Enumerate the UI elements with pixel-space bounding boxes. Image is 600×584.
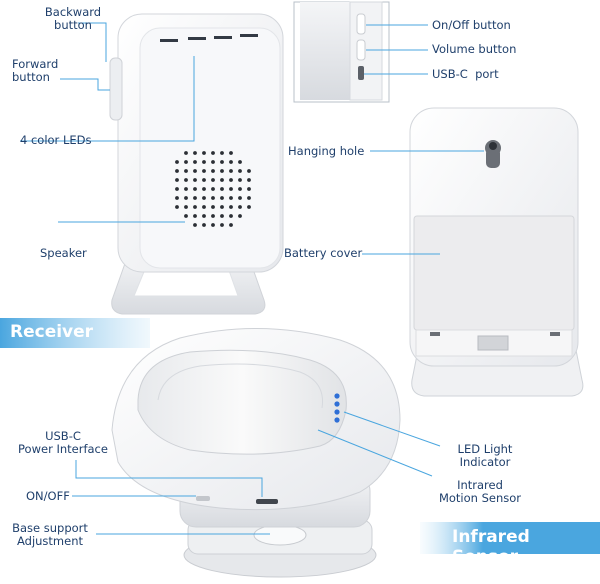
speaker-grille xyxy=(175,151,251,227)
speaker-hole xyxy=(238,205,242,209)
speaker-hole xyxy=(202,196,206,200)
speaker-hole xyxy=(238,187,242,191)
usbc-port-label: USB-C port xyxy=(432,67,499,81)
speaker-hole xyxy=(184,214,188,218)
speaker-hole xyxy=(229,205,233,209)
receiver-front xyxy=(109,13,284,315)
speaker-hole xyxy=(184,205,188,209)
speaker-hole xyxy=(229,178,233,182)
speaker-hole xyxy=(193,214,197,218)
callout-lines xyxy=(20,22,484,535)
receiver-banner: Receiver xyxy=(10,322,94,342)
speaker-hole xyxy=(202,178,206,182)
receiver-banner-bg xyxy=(0,318,150,348)
speaker-hole xyxy=(247,205,251,209)
speaker-hole xyxy=(229,214,233,218)
motion-sensor-label: Intrared Motion Sensor xyxy=(438,478,522,505)
speaker-hole xyxy=(211,187,215,191)
speaker-hole xyxy=(193,196,197,200)
speaker-hole xyxy=(220,160,224,164)
speaker-hole xyxy=(184,196,188,200)
speaker-hole xyxy=(220,214,224,218)
speaker-hole xyxy=(184,151,188,155)
volume-button-label: Volume button xyxy=(432,42,517,56)
speaker-hole xyxy=(220,223,224,227)
forward-button-label: Forward button xyxy=(12,57,59,84)
speaker-hole xyxy=(202,151,206,155)
speaker-hole xyxy=(220,169,224,173)
speaker-hole xyxy=(211,223,215,227)
speaker-hole xyxy=(184,160,188,164)
speaker-hole xyxy=(229,196,233,200)
speaker-hole xyxy=(202,169,206,173)
speaker-hole xyxy=(193,205,197,209)
speaker-hole xyxy=(238,178,242,182)
usbc-power-label: USB-C Power Interface xyxy=(18,429,108,456)
speaker-hole xyxy=(193,187,197,191)
speaker-hole xyxy=(184,187,188,191)
speaker-hole xyxy=(175,205,179,209)
speaker-hole xyxy=(211,178,215,182)
speaker-hole xyxy=(220,151,224,155)
speaker-hole xyxy=(202,205,206,209)
sensor-banner: Infrared Sensor xyxy=(452,527,530,567)
speaker-hole xyxy=(238,214,242,218)
speaker-hole xyxy=(238,169,242,173)
speaker-hole xyxy=(247,178,251,182)
speaker-hole xyxy=(229,169,233,173)
hanging-hole-label: Hanging hole xyxy=(288,144,365,158)
speaker-hole xyxy=(211,205,215,209)
speaker-hole xyxy=(184,178,188,182)
speaker-hole xyxy=(211,160,215,164)
speaker-hole xyxy=(211,151,215,155)
speaker-hole xyxy=(175,178,179,182)
speaker-hole xyxy=(247,196,251,200)
led-indicator-label: LED Light Indicator xyxy=(457,442,513,469)
speaker-hole xyxy=(229,223,233,227)
speaker-hole xyxy=(247,169,251,173)
speaker-hole xyxy=(193,169,197,173)
speaker-hole xyxy=(247,187,251,191)
speaker-hole xyxy=(202,214,206,218)
speaker-hole xyxy=(175,160,179,164)
speaker-label: Speaker xyxy=(40,246,87,260)
speaker-hole xyxy=(202,160,206,164)
sensor-onoff-label: ON/OFF xyxy=(26,489,70,503)
receiver-side-detail xyxy=(293,1,390,103)
speaker-hole xyxy=(229,187,233,191)
speaker-hole xyxy=(202,223,206,227)
speaker-hole xyxy=(211,196,215,200)
speaker-hole xyxy=(184,169,188,173)
speaker-hole xyxy=(220,205,224,209)
speaker-hole xyxy=(175,196,179,200)
speaker-hole xyxy=(220,187,224,191)
speaker-hole xyxy=(193,178,197,182)
onoff-button-label: On/Off button xyxy=(432,18,511,32)
color-leds-label: 4 color LEDs xyxy=(20,133,92,147)
speaker-hole xyxy=(238,160,242,164)
backward-button-label: Backward button xyxy=(44,5,102,32)
speaker-hole xyxy=(220,196,224,200)
speaker-hole xyxy=(193,223,197,227)
receiver-back xyxy=(409,107,584,397)
speaker-hole xyxy=(211,214,215,218)
base-support-label: Base support Adjustment xyxy=(12,521,88,548)
speaker-hole xyxy=(229,151,233,155)
sensor-banner-bg xyxy=(420,522,600,554)
speaker-hole xyxy=(202,187,206,191)
infrared-sensor xyxy=(111,327,401,578)
speaker-hole xyxy=(175,169,179,173)
speaker-hole xyxy=(193,151,197,155)
speaker-hole xyxy=(229,160,233,164)
battery-cover-label: Battery cover xyxy=(284,246,363,260)
speaker-hole xyxy=(238,196,242,200)
speaker-hole xyxy=(193,160,197,164)
speaker-hole xyxy=(175,187,179,191)
speaker-hole xyxy=(220,178,224,182)
led-indicator-dots xyxy=(334,393,340,423)
speaker-hole xyxy=(211,169,215,173)
